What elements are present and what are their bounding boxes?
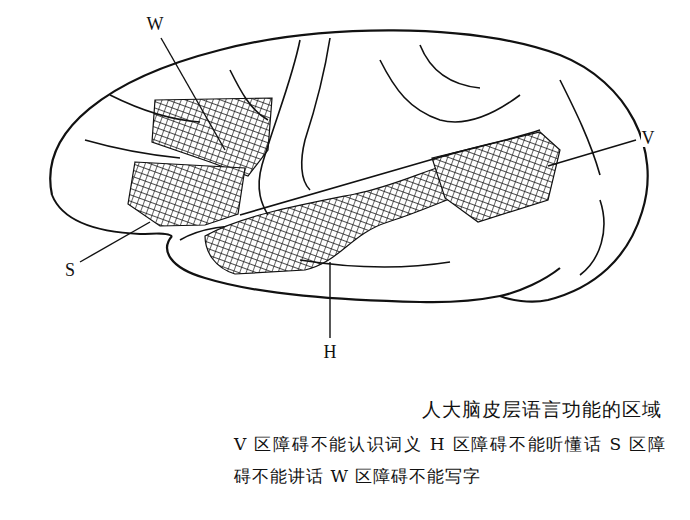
brain-outline xyxy=(50,30,647,301)
v-region xyxy=(432,132,560,222)
h-region xyxy=(205,160,478,274)
region-letter: V xyxy=(641,129,656,147)
region-letter: S xyxy=(64,261,76,279)
figure-title: 人大脑皮层语言功能的区域 xyxy=(200,396,662,422)
leader-lines xyxy=(80,38,636,338)
figure-caption: V 区障碍不能认识词义 H 区障碍不能听懂话 S 区障碍不能讲话 W 区障碍不能… xyxy=(234,428,666,492)
region-letter: H xyxy=(323,343,338,361)
region-letter: W xyxy=(146,15,165,33)
s-region xyxy=(128,162,245,226)
sulci xyxy=(85,38,604,275)
